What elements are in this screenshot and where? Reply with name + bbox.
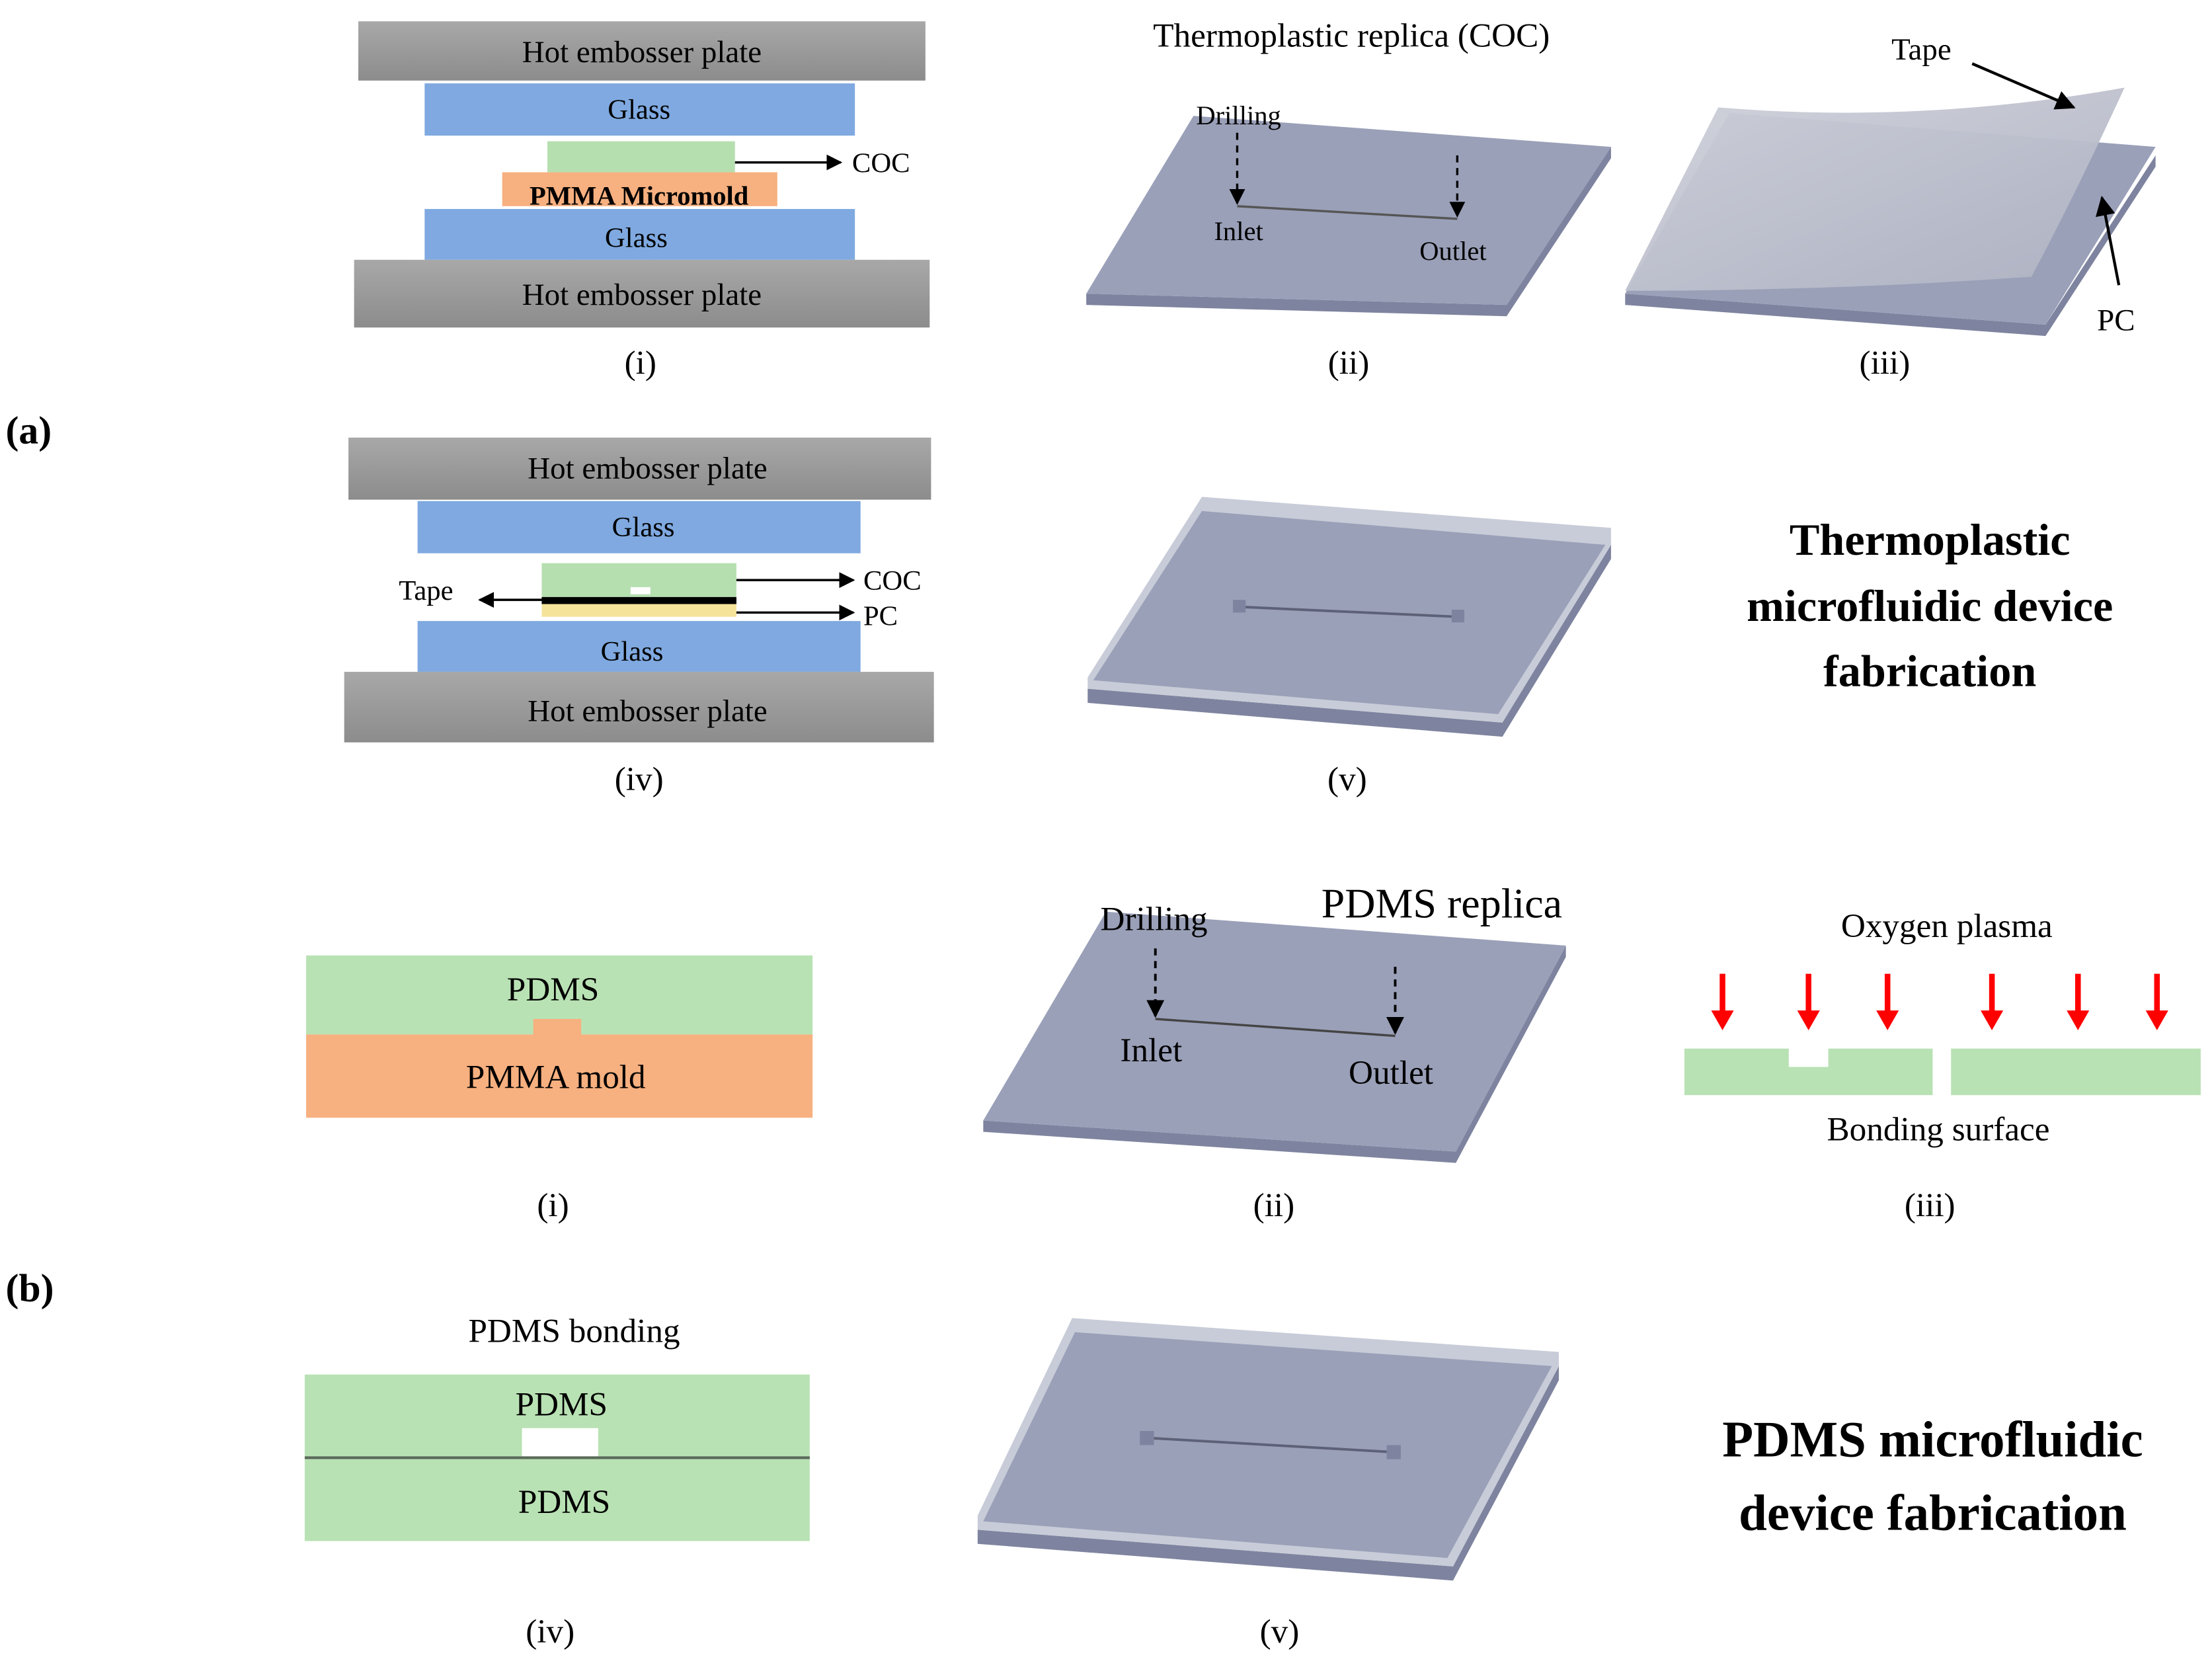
panel-a-title-line1: Thermoplastic [1790, 514, 2071, 565]
b-step-ii-diagram: PDMS replica Drilling Inlet Outlet [983, 879, 1566, 1163]
channel-gap [630, 587, 651, 594]
plasma-arrow-icon [1876, 973, 1899, 1030]
pdms-piece-flat [1951, 1048, 2201, 1096]
b-step-v-caption: (v) [1260, 1613, 1300, 1651]
plasma-arrow-icon [2145, 973, 2168, 1030]
plasma-arrow-icon [1981, 973, 2004, 1030]
device-inlet [1140, 1431, 1154, 1446]
bottom-plate-label: Hot embosser plate [522, 278, 762, 312]
a-step-iv-caption: (iv) [615, 760, 664, 798]
inlet-label: Inlet [1214, 216, 1263, 246]
coc-arrow-label: COC [863, 565, 922, 596]
tape-pointer-arrow [1971, 62, 2076, 110]
a-step-iii-diagram: Tape PC [1625, 32, 2156, 338]
bottom-hot-embosser-plate [354, 259, 930, 328]
b-step-i-caption: (i) [537, 1187, 569, 1225]
coc-layer [547, 141, 735, 173]
outlet-label: Outlet [1349, 1054, 1433, 1092]
pdms-label: PDMS [507, 971, 599, 1008]
mold-feature [533, 1018, 582, 1036]
b-step-v-diagram [977, 1318, 1559, 1581]
pdms-bonding-title: PDMS bonding [468, 1313, 680, 1350]
pc-layer [541, 604, 736, 617]
bottom-glass-label: Glass [605, 223, 668, 254]
top-glass [417, 501, 861, 553]
a-step-v-diagram [1087, 497, 1611, 737]
drilling-label: Drilling [1196, 101, 1281, 130]
a-step-iv-diagram: Hot embosser plate Glass COC Tape PC Gla… [344, 437, 934, 743]
bottom-glass-label: Glass [601, 636, 664, 667]
a-step-v-caption: (v) [1327, 760, 1367, 798]
a-step-i-diagram: Hot embosser plate Glass PMMA Micromold … [354, 21, 930, 328]
plasma-arrows [1711, 973, 2168, 1030]
coc-channel [1237, 205, 1458, 220]
device-outlet [1386, 1445, 1401, 1459]
b-step-iv-diagram: PDMS bonding PDMS PDMS [304, 1313, 810, 1541]
panel-b-title-line1: PDMS microfluidic [1722, 1411, 2143, 1467]
coc-slab-top [1086, 116, 1611, 306]
bottom-hot-embosser-plate [344, 671, 934, 743]
tape-arrow-label: Tape [399, 575, 453, 606]
coc-slab-side [1086, 147, 1611, 317]
device-outlet [1451, 610, 1465, 623]
pc-arrow-label: PC [863, 601, 898, 632]
pdms-bottom-layer [304, 1459, 810, 1541]
tape-sheet [1625, 87, 2125, 291]
plasma-arrow-icon [1797, 973, 1820, 1030]
pdms-channel [1155, 1018, 1396, 1038]
bottom-glass [424, 209, 855, 260]
coc-arrow-label: COC [852, 148, 910, 179]
panel-a-title-line3: fabrication [1823, 645, 2036, 696]
drilling-label: Drilling [1100, 900, 1207, 938]
bottom-plate-label: Hot embosser plate [528, 694, 767, 729]
a-step-ii-caption: (ii) [1328, 345, 1370, 382]
sealed-channel [522, 1428, 598, 1457]
panel-b-title: PDMS microfluidic device fabrication [1722, 1411, 2143, 1541]
pc-pointer-arrow [2095, 196, 2121, 286]
pmma-micromold-label: PMMA Micromold [530, 181, 749, 211]
pmma-mold [306, 1034, 813, 1118]
top-glass [424, 83, 855, 136]
pdms-top-label: PDMS [516, 1386, 608, 1424]
a-step-iii-caption: (iii) [1860, 345, 1911, 382]
panel-b-title-line2: device fabrication [1739, 1485, 2127, 1541]
panel-a-label: (a) [6, 408, 52, 452]
pmma-mold-label: PMMA mold [466, 1058, 646, 1096]
oxygen-plasma-label: Oxygen plasma [1841, 907, 2053, 945]
a-step-i-caption: (i) [625, 345, 656, 382]
b-step-iii-diagram: Oxygen plasma Bonding surface [1684, 907, 2201, 1148]
top-hot-embosser-plate [358, 21, 926, 81]
bottom-glass [417, 621, 861, 672]
plasma-arrow-icon [2067, 973, 2090, 1030]
pmma-micromold [502, 172, 777, 206]
device-inlet [1233, 600, 1246, 613]
pc-label: PC [2097, 304, 2135, 338]
b-step-ii-caption: (ii) [1253, 1187, 1295, 1225]
outlet-label: Outlet [1419, 236, 1487, 266]
device-channel [1241, 605, 1458, 618]
bonding-surface-label: Bonding surface [1827, 1110, 2050, 1148]
top-glass-label: Glass [608, 94, 670, 125]
top-plate-label: Hot embosser plate [528, 452, 767, 486]
top-plate-label: Hot embosser plate [522, 35, 762, 69]
panel-a-title-line2: microfluidic device [1747, 581, 2113, 631]
pdms-piece-with-channel [1684, 1048, 1933, 1096]
pdms-bottom-label: PDMS [518, 1483, 610, 1521]
top-hot-embosser-plate [348, 437, 931, 500]
pdms-slab-top [983, 911, 1566, 1152]
a-step-ii-diagram: Thermoplastic replica (COC) Drilling Inl… [1086, 17, 1611, 317]
plasma-arrow-icon [1711, 973, 1734, 1030]
top-glass-label: Glass [612, 512, 675, 543]
b-step-iv-caption: (iv) [526, 1613, 574, 1651]
b-step-i-diagram: PDMS PMMA mold [306, 955, 813, 1118]
panel-b-label: (b) [6, 1266, 54, 1310]
device-channel [1150, 1436, 1394, 1453]
panel-a-title: Thermoplastic microfluidic device fabric… [1747, 514, 2113, 696]
b-step-iii-caption: (iii) [1905, 1187, 1955, 1225]
tape-label: Tape [1891, 32, 1952, 67]
pdms-replica-title: PDMS replica [1322, 879, 1562, 926]
coc-replica-title: Thermoplastic replica (COC) [1153, 17, 1550, 55]
inlet-label: Inlet [1120, 1032, 1182, 1069]
